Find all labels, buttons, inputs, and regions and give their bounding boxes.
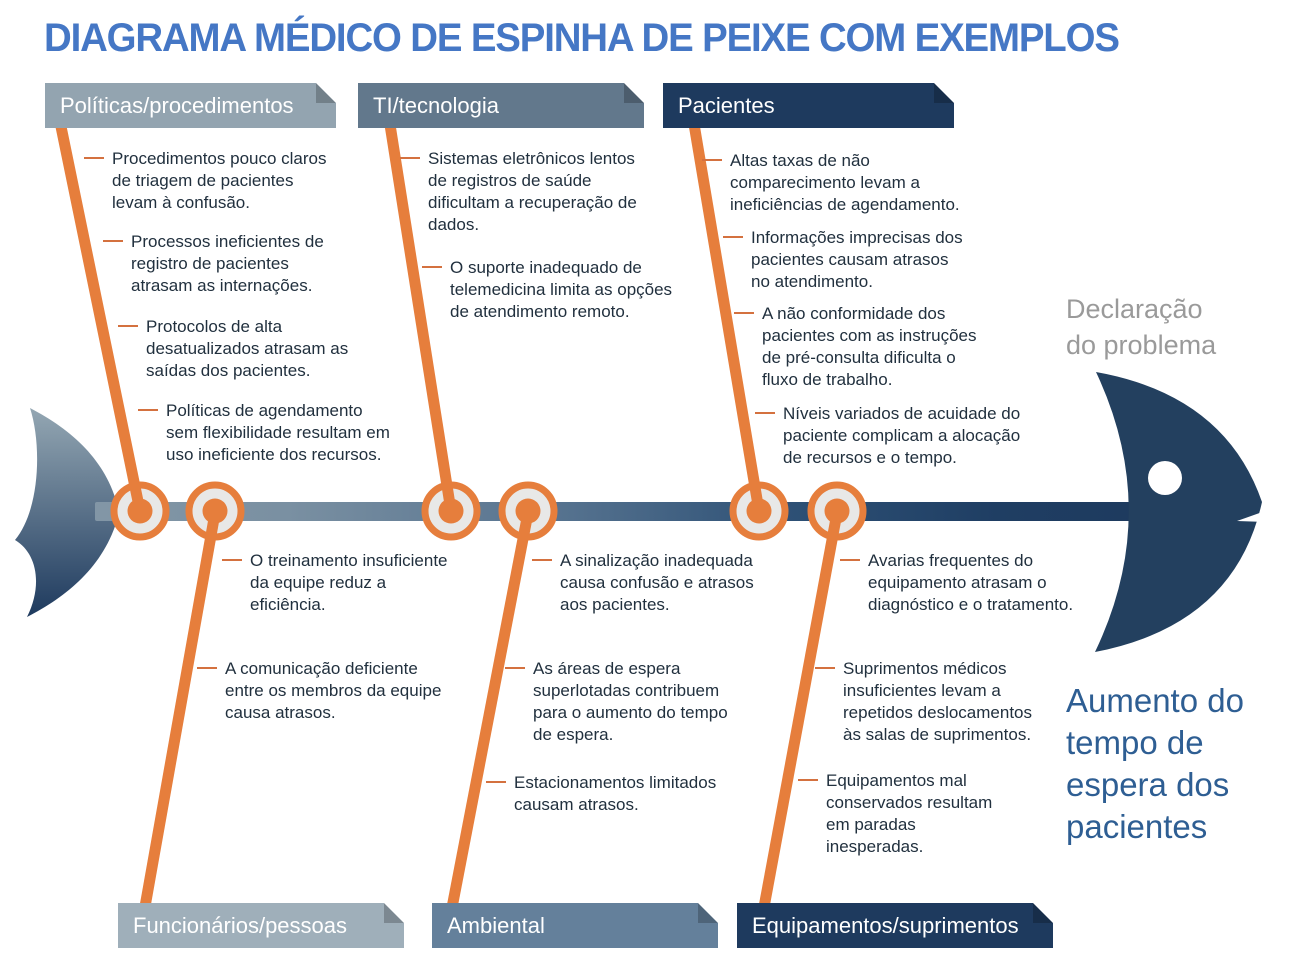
- dash-marker: [118, 325, 138, 327]
- dash-marker: [84, 157, 104, 159]
- cause-item: Suprimentos médicos insuficientes levam …: [815, 658, 1032, 746]
- dash-marker: [400, 157, 420, 159]
- dash-marker: [798, 779, 818, 781]
- category-header-politicas: Políticas/procedimentos: [45, 83, 336, 128]
- fish-spine: [95, 502, 1155, 521]
- category-header-ambiental: Ambiental: [432, 903, 718, 948]
- dash-marker: [815, 667, 835, 669]
- cause-item: Políticas de agendamento sem flexibilida…: [138, 400, 390, 466]
- cause-text: Protocolos de alta desatualizados atrasa…: [146, 317, 349, 381]
- cause-text: Políticas de agendamento sem flexibilida…: [166, 401, 390, 465]
- corner-fold: [384, 903, 404, 923]
- cause-text: A não conformidade dos pacientes com as …: [762, 304, 977, 390]
- dash-marker: [222, 559, 242, 561]
- cause-item: Informações imprecisas dos pacientes cau…: [723, 227, 963, 293]
- problem-statement-label: Declaração do problema: [1066, 294, 1217, 360]
- fish-head-icon: [1095, 372, 1268, 652]
- dash-marker: [723, 236, 743, 238]
- cause-item: Altas taxas de não comparecimento levam …: [702, 150, 960, 216]
- cause-item: A sinalização inadequada causa confusão …: [532, 550, 754, 616]
- cause-text: A comunicação deficiente entre os membro…: [225, 659, 442, 723]
- category-header-pacientes: Pacientes: [663, 83, 954, 128]
- cause-text: Equipamentos mal conservados resultam em…: [826, 771, 993, 857]
- dash-marker: [505, 667, 525, 669]
- dash-marker: [734, 312, 754, 314]
- cause-text: Níveis variados de acuidade do paciente …: [783, 404, 1021, 468]
- cause-text: As áreas de espera superlotadas contribu…: [533, 659, 728, 745]
- cause-text: Altas taxas de não comparecimento levam …: [730, 151, 960, 215]
- cause-item: A não conformidade dos pacientes com as …: [734, 303, 977, 391]
- cause-item: O treinamento insuficiente da equipe red…: [222, 550, 448, 616]
- page-title: DIAGRAMA MÉDICO DE ESPINHA DE PEIXE COM …: [44, 16, 1120, 60]
- cause-text: O treinamento insuficiente da equipe red…: [250, 551, 448, 615]
- dash-marker: [103, 240, 123, 242]
- dash-marker: [755, 412, 775, 414]
- cause-text: Procedimentos pouco claros de triagem de…: [112, 149, 327, 213]
- cause-text: Estacionamentos limitados causam atrasos…: [514, 773, 717, 815]
- corner-fold: [698, 903, 718, 923]
- dash-marker: [532, 559, 552, 561]
- cause-item: Níveis variados de acuidade do paciente …: [755, 403, 1020, 469]
- cause-text: A sinalização inadequada causa confusão …: [560, 551, 754, 615]
- cause-item: Processos ineficientes de registro de pa…: [103, 231, 324, 297]
- cause-item: Protocolos de alta desatualizados atrasa…: [118, 316, 348, 382]
- fish-mouth-icon: [1237, 510, 1268, 522]
- dash-marker: [486, 781, 506, 783]
- cause-item: As áreas de espera superlotadas contribu…: [505, 658, 728, 746]
- cause-text: Avarias frequentes do equipamento atrasa…: [868, 551, 1074, 615]
- cause-item: Estacionamentos limitados causam atrasos…: [486, 772, 716, 816]
- cause-item: Equipamentos mal conservados resultam em…: [798, 770, 992, 858]
- cause-text: Processos ineficientes de registro de pa…: [131, 232, 324, 296]
- category-header-equipamentos: Equipamentos/suprimentos: [737, 903, 1053, 948]
- cause-text: Suprimentos médicos insuficientes levam …: [843, 659, 1033, 745]
- category-label: Políticas/procedimentos: [60, 92, 294, 118]
- cause-item: Sistemas eletrônicos lentos de registros…: [400, 148, 637, 236]
- dash-marker: [422, 266, 442, 268]
- category-label: TI/tecnologia: [373, 92, 499, 118]
- category-header-funcionarios: Funcionários/pessoas: [118, 903, 404, 948]
- cause-text: Informações imprecisas dos pacientes cau…: [751, 228, 963, 292]
- corner-fold: [316, 83, 336, 103]
- category-label: Pacientes: [678, 92, 775, 118]
- dash-marker: [840, 559, 860, 561]
- cause-item: O suporte inadequado de telemedicina lim…: [422, 257, 672, 323]
- category-label: Funcionários/pessoas: [133, 912, 348, 938]
- corner-fold: [1033, 903, 1053, 923]
- category-label: Ambiental: [447, 912, 545, 938]
- dash-marker: [197, 667, 217, 669]
- dash-marker: [138, 409, 158, 411]
- cause-text: Sistemas eletrônicos lentos de registros…: [428, 149, 637, 235]
- cause-item: Avarias frequentes do equipamento atrasa…: [840, 550, 1073, 616]
- corner-fold: [934, 83, 954, 103]
- cause-text: O suporte inadequado de telemedicina lim…: [450, 258, 673, 322]
- category-label: Equipamentos/suprimentos: [752, 912, 1019, 938]
- fish-eye-icon: [1148, 461, 1182, 495]
- cause-item: Procedimentos pouco claros de triagem de…: [84, 148, 327, 214]
- cause-item: A comunicação deficiente entre os membro…: [197, 658, 441, 724]
- category-header-ti: TI/tecnologia: [358, 83, 644, 128]
- dash-marker: [702, 159, 722, 161]
- corner-fold: [624, 83, 644, 103]
- problem-statement-text: Aumento do tempo de espera dos pacientes: [1066, 682, 1244, 845]
